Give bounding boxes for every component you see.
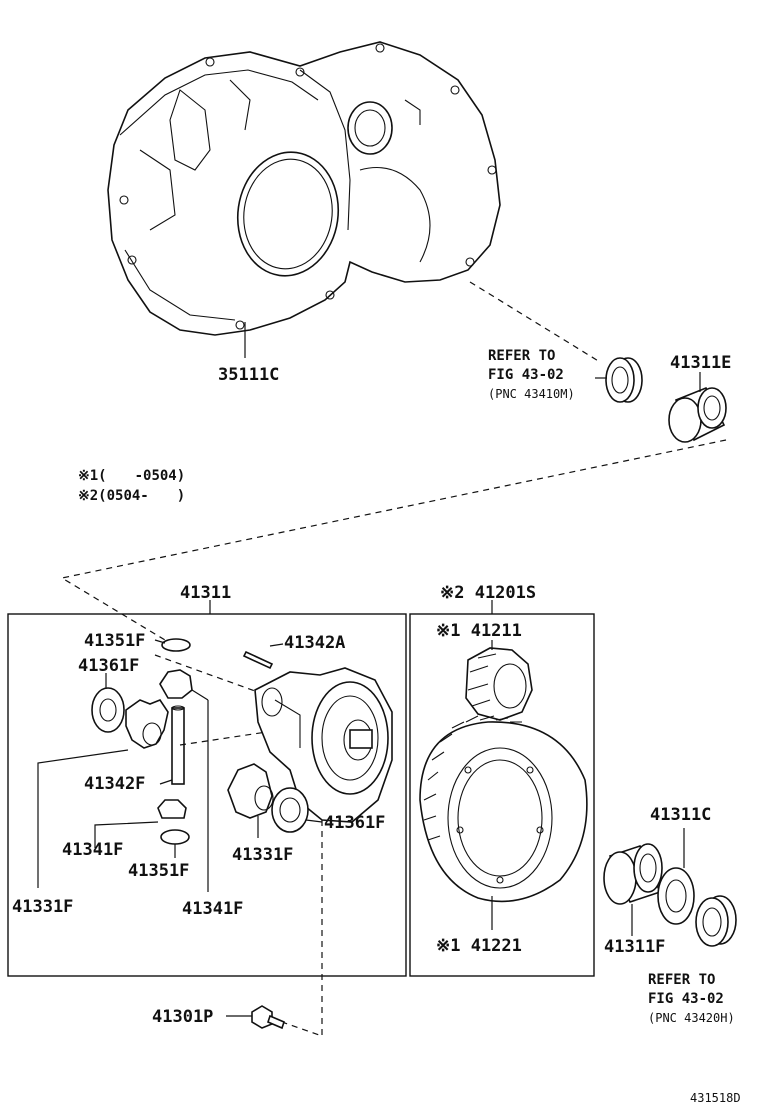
pinion-bottom-label: 41341F bbox=[62, 840, 123, 860]
bearing-right-label: 41311F bbox=[604, 937, 665, 957]
shim-right-label: 41311C bbox=[650, 805, 711, 825]
oil-seal-icon bbox=[695, 895, 737, 947]
bolt-icon bbox=[251, 1005, 285, 1030]
differential-group-box bbox=[7, 613, 407, 977]
bearing-icon bbox=[668, 386, 727, 443]
shaft-icon bbox=[171, 705, 185, 785]
case-label: 35111C bbox=[218, 365, 279, 385]
refer-bottom-line2: FIG 43-02 bbox=[648, 991, 724, 1007]
diff-group-label: 41311 bbox=[180, 583, 231, 603]
refer-top-line2: FIG 43-02 bbox=[488, 367, 564, 383]
pinion-right-label: 41341F bbox=[182, 899, 243, 919]
drive-pinion-label: ※1 41211 bbox=[436, 621, 522, 641]
washer-icon bbox=[160, 829, 190, 845]
bolt-label: 41301P bbox=[152, 1007, 213, 1027]
pinion-gear-icon bbox=[125, 699, 169, 749]
refer-bottom-line1: REFER TO bbox=[648, 972, 715, 988]
ring-gear-icon bbox=[419, 715, 588, 903]
note-2: ※2(0504- ) bbox=[78, 488, 185, 504]
note-1: ※1( -0504) bbox=[78, 468, 185, 484]
refer-top-line1: REFER TO bbox=[488, 348, 555, 364]
washer-bottom-label: 41351F bbox=[128, 861, 189, 881]
refer-bottom-line3: (PNC 43420H) bbox=[648, 1011, 735, 1025]
washer-icon bbox=[161, 638, 191, 652]
pinion-gear-icon bbox=[159, 669, 193, 699]
bearing-top-label: 41311E bbox=[670, 353, 731, 373]
shim-icon bbox=[657, 867, 695, 925]
pin-label: 41342A bbox=[284, 633, 345, 653]
refer-top-line3: (PNC 43410M) bbox=[488, 387, 575, 401]
side-gear-right-label: 41331F bbox=[232, 845, 293, 865]
bearing-icon bbox=[603, 843, 663, 905]
transaxle-case-icon bbox=[107, 41, 501, 336]
gear-kit-box bbox=[409, 613, 595, 977]
thrust-washer-left-label: 41361F bbox=[78, 656, 139, 676]
thrust-washer-right-label: 41361F bbox=[324, 813, 385, 833]
differential-case-icon bbox=[254, 667, 393, 823]
thrust-washer-icon bbox=[271, 787, 309, 833]
side-gear-left-label: 41331F bbox=[12, 897, 73, 917]
shaft-label: 41342F bbox=[84, 774, 145, 794]
washer-top-label: 41351F bbox=[84, 631, 145, 651]
pinion-gear-icon bbox=[157, 799, 187, 819]
thrust-washer-icon bbox=[91, 687, 125, 733]
diagram-id: 431518D bbox=[690, 1091, 741, 1105]
pinion-gear-icon bbox=[465, 647, 533, 721]
gear-kit-label: ※2 41201S bbox=[440, 583, 536, 603]
oil-seal-icon bbox=[605, 357, 643, 403]
pinion-gear-icon bbox=[227, 763, 274, 819]
pin-icon bbox=[242, 650, 274, 670]
ring-gear-label: ※1 41221 bbox=[436, 936, 522, 956]
